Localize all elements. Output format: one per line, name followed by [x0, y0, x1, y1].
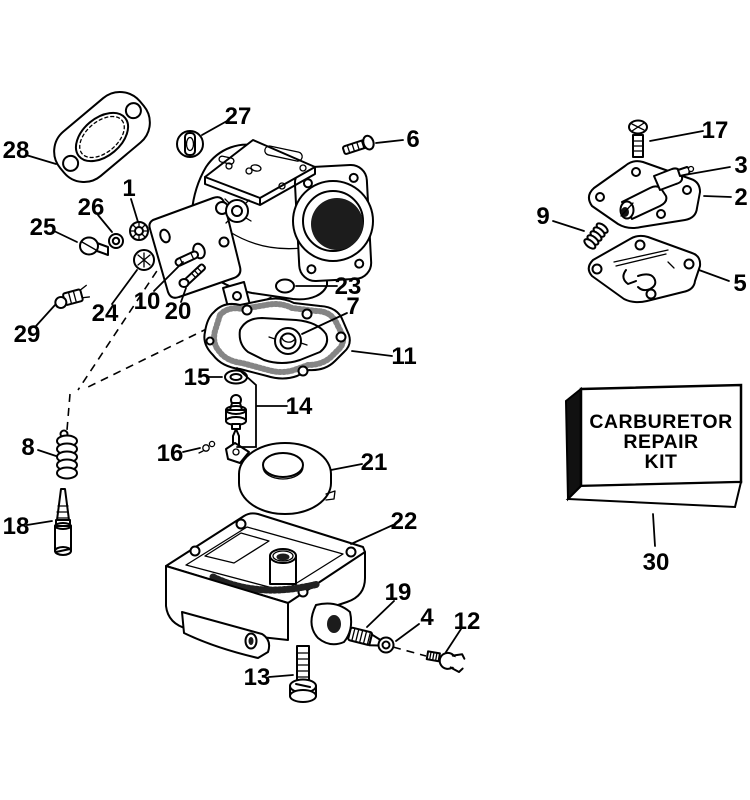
- callout-9: 9: [536, 203, 549, 230]
- part-idle-needle-18: [54, 488, 72, 556]
- callout-22: 22: [391, 508, 418, 535]
- callout-16: 16: [157, 440, 184, 467]
- leader-8: [37, 449, 57, 457]
- kit-box-text-line3: KIT: [645, 451, 678, 473]
- part-plug-23: [275, 278, 295, 294]
- leader-17: [649, 130, 704, 142]
- callout-21: 21: [361, 449, 388, 476]
- part-needle-valve-29: [54, 284, 91, 310]
- callout-1: 1: [122, 175, 135, 202]
- leader-19: [366, 600, 395, 628]
- callout-11: 11: [391, 343, 416, 370]
- part-carburetor-body: [148, 139, 374, 312]
- leader-5: [698, 269, 730, 282]
- leader-9: [552, 220, 585, 232]
- dashed-guide: [83, 290, 285, 390]
- leader-18: [26, 520, 53, 526]
- part-drain-plug-19: [347, 626, 381, 647]
- part-screw-25: [79, 236, 109, 256]
- part-grommet-7: [268, 327, 308, 355]
- callout-17: 17: [702, 117, 729, 144]
- callout-27: 27: [225, 103, 252, 130]
- part-fitting-12: [425, 650, 466, 673]
- callout-24: 24: [92, 300, 119, 327]
- leader-2: [703, 195, 732, 198]
- leader-11: [351, 350, 393, 357]
- callout-7: 7: [346, 293, 359, 320]
- kit-box-text-line2: REPAIR: [623, 431, 698, 453]
- callout-28: 28: [3, 137, 30, 164]
- callout-20: 20: [165, 298, 192, 325]
- part-disc-24: [133, 249, 155, 271]
- part-washer-26: [108, 233, 124, 249]
- part-mount-gasket-28: [53, 90, 151, 184]
- dashed-guide: [66, 393, 71, 431]
- callout-5: 5: [733, 270, 746, 297]
- callout-labels: 1 2 3 4 5 6 7 8 9 10 11 12 13 14 15 16 1…: [3, 103, 748, 691]
- kit-box-bottom: [565, 480, 743, 509]
- callout-29: 29: [14, 321, 41, 348]
- leader-21: [330, 463, 363, 471]
- part-needle-seat-14: [225, 394, 247, 448]
- leader-10: [153, 261, 184, 292]
- callout-23: 23: [335, 273, 362, 300]
- leader-12: [445, 628, 462, 653]
- kit-box-side: [564, 386, 582, 502]
- callout-18: 18: [3, 513, 30, 540]
- callout-26: 26: [78, 194, 105, 221]
- part-float-21: [225, 442, 336, 515]
- callout-25: 25: [30, 214, 57, 241]
- part-nipple-3: [677, 165, 695, 177]
- part-clip-16: [198, 440, 216, 454]
- part-screw-20: [178, 263, 206, 288]
- leader-26: [97, 214, 113, 233]
- leader-3: [689, 166, 731, 175]
- leader-7: [301, 312, 348, 335]
- part-pump-cover-2: [588, 160, 701, 229]
- leader-lines: [25, 120, 732, 678]
- leader-30: [652, 513, 656, 547]
- callout-8: 8: [21, 434, 34, 461]
- callout-15: 15: [184, 364, 211, 391]
- callout-6: 6: [406, 126, 419, 153]
- callout-30: 30: [643, 549, 670, 576]
- part-spring-8: [56, 429, 78, 480]
- callout-13: 13: [244, 664, 271, 691]
- callout-19: 19: [385, 579, 412, 606]
- part-bolt-17: [628, 119, 648, 158]
- leader-20: [180, 287, 187, 303]
- leader-16: [182, 447, 201, 453]
- callout-10: 10: [134, 288, 161, 315]
- part-oring-4: [377, 636, 395, 654]
- repair-kit-box: CARBURETOR REPAIR KIT: [564, 383, 743, 509]
- leader-14-bracket: [236, 367, 288, 448]
- part-float-bowl-22: [165, 512, 366, 659]
- part-screw-6: [342, 134, 375, 155]
- callout-2: 2: [734, 184, 747, 211]
- leader-6: [375, 139, 404, 144]
- leader-24: [111, 269, 138, 305]
- leader-28: [25, 154, 57, 165]
- part-gasket-11: [203, 297, 351, 380]
- callout-12: 12: [454, 608, 481, 635]
- callout-4: 4: [420, 604, 434, 631]
- part-washer-15: [224, 369, 248, 385]
- part-spring-9: [583, 222, 609, 250]
- callout-14: 14: [286, 393, 313, 420]
- leader-27: [201, 120, 228, 136]
- leader-13: [268, 674, 294, 678]
- leader-4: [395, 623, 420, 642]
- part-bolt-13: [289, 645, 317, 703]
- kit-box-text-line1: CARBURETOR: [589, 411, 732, 433]
- leader-25: [53, 230, 78, 243]
- leader-29: [35, 304, 56, 327]
- part-star-washer-1: [129, 221, 149, 241]
- part-diaphragm-5: [587, 234, 702, 304]
- callout-3: 3: [734, 152, 747, 179]
- leader-22: [350, 524, 394, 545]
- dashed-guide: [392, 646, 427, 657]
- leader-1: [130, 198, 139, 223]
- part-nut-27: [176, 130, 204, 158]
